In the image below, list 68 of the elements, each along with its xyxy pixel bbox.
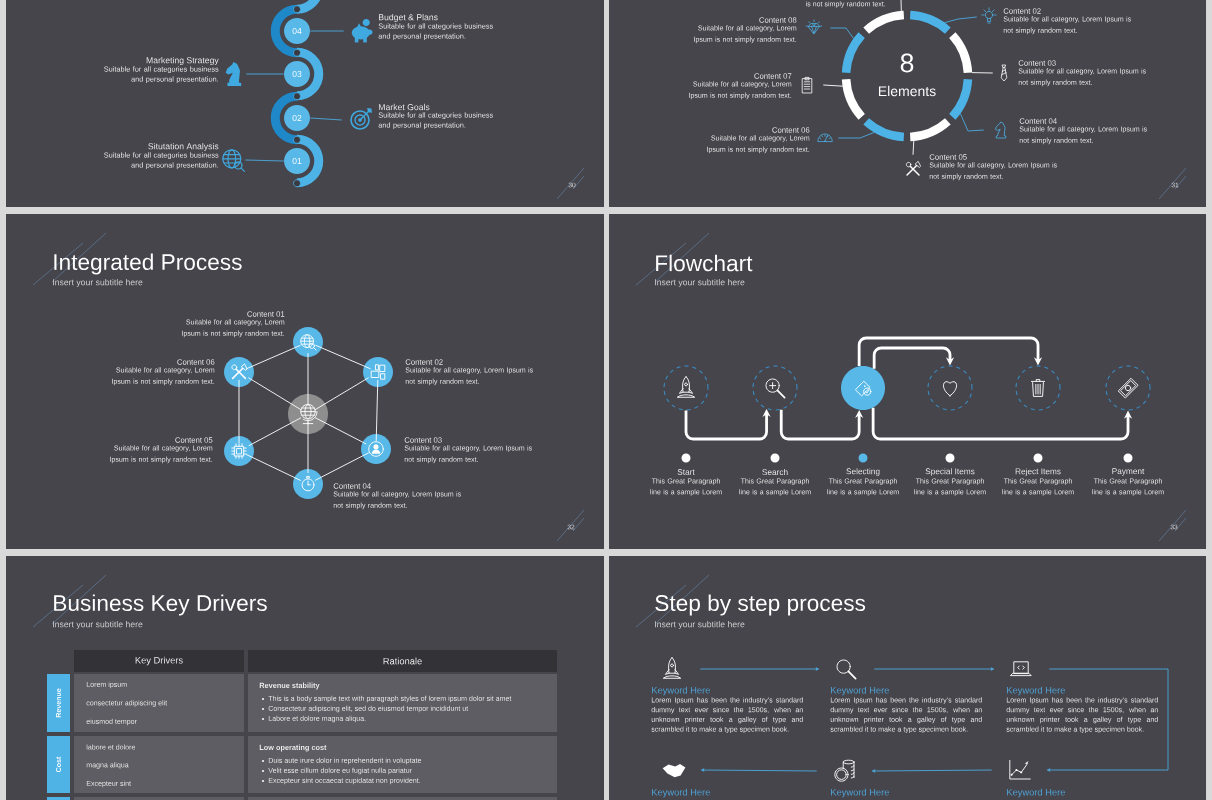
arrow <box>1046 668 1169 772</box>
center-label: Elements <box>879 85 936 97</box>
ring-segment <box>863 10 905 34</box>
ring-segment <box>949 32 973 74</box>
slide-title: Step by step process <box>655 594 866 616</box>
arrow <box>871 769 993 773</box>
arrow <box>873 667 995 671</box>
connector-line <box>314 344 372 370</box>
header-cell: Rationale <box>248 650 557 672</box>
connector-line <box>307 421 309 474</box>
connector-line <box>837 131 875 139</box>
keyword-heading: Keyword Here <box>652 686 710 696</box>
connector-line <box>238 379 240 444</box>
big-number: 8 <box>900 53 914 73</box>
slide-title: Integrated Process <box>54 253 242 275</box>
connector-line <box>375 379 379 442</box>
connector-line <box>314 452 370 481</box>
keyword-heading: Keyword Here <box>1007 686 1065 696</box>
item-title: Budget & Plans <box>379 13 438 23</box>
ring-segment <box>909 10 951 34</box>
item-title: Market Goals <box>379 103 430 111</box>
slide-subtitle: Insert your subtitle here <box>655 621 745 630</box>
item-title: Marketing Strategy <box>146 56 219 66</box>
step-title: Special Items <box>925 468 975 476</box>
connector-line <box>309 117 343 121</box>
arrow <box>699 667 820 671</box>
keyword-heading: Keyword Here <box>1007 788 1065 798</box>
connector-line <box>943 16 978 24</box>
step-title: Search <box>762 469 788 476</box>
keyword-heading: Keyword Here <box>652 788 710 798</box>
connector-line <box>309 30 345 32</box>
item-title: Situtation Analysis <box>148 142 219 152</box>
slide-subtitle: Insert your subtitle here <box>655 278 745 288</box>
keyword-heading: Keyword Here <box>831 686 889 696</box>
connector-line <box>900 0 902 12</box>
keyword-heading: Keyword Here <box>831 788 889 798</box>
arrow <box>872 346 955 369</box>
connector-line <box>822 84 844 87</box>
step-title: Reject Items <box>1015 468 1061 476</box>
connector-line <box>247 377 302 411</box>
connector-line <box>245 344 302 370</box>
slide-title: Business Key Drivers <box>54 594 267 616</box>
connector-line <box>314 377 370 411</box>
connector-line <box>244 159 285 162</box>
slide-subtitle: Insert your subtitle here <box>53 621 143 630</box>
ring-segment <box>841 78 865 120</box>
connector-line <box>959 112 985 132</box>
connector-line <box>245 454 302 481</box>
connector-line <box>248 417 302 447</box>
connector-line <box>971 72 994 74</box>
ring-segment <box>949 78 973 120</box>
connector-line <box>307 352 309 407</box>
ring-segment <box>863 118 905 142</box>
connector-line <box>314 417 367 445</box>
connector-line <box>912 140 915 156</box>
arrow <box>857 336 1043 367</box>
step-title: Start <box>677 469 695 475</box>
connector-line <box>829 27 855 40</box>
slide-title: Flowchart <box>656 254 753 272</box>
arrow <box>700 768 818 772</box>
ring-segment <box>841 32 865 74</box>
ring-segment <box>909 118 951 142</box>
slide-subtitle: Insert your subtitle here <box>53 278 143 288</box>
icon-circle <box>288 394 328 434</box>
step-title: Payment <box>1112 468 1145 476</box>
header-cell: Key Drivers <box>74 650 244 672</box>
connector-line <box>245 73 285 75</box>
step-title: Selecting <box>846 468 880 476</box>
